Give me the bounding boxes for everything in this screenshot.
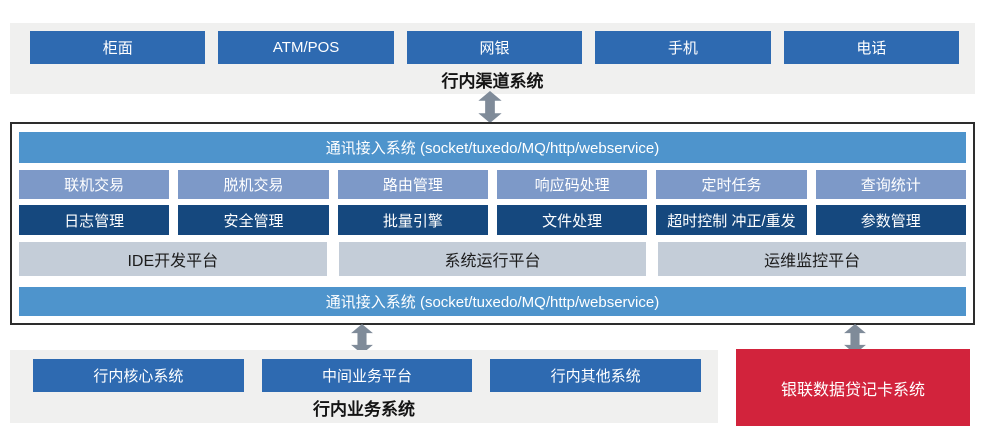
feature-item[interactable]: 查询统计 <box>815 170 966 199</box>
management-item[interactable]: 文件处理 <box>496 205 648 235</box>
feature-item[interactable]: 定时任务 <box>656 170 807 199</box>
management-item[interactable]: 日志管理 <box>19 205 170 235</box>
platform-row: IDE开发平台系统运行平台运维监控平台 <box>19 242 967 276</box>
double-arrow-icon <box>478 91 502 123</box>
double-arrow-icon <box>350 324 374 354</box>
feature-item[interactable]: 响应码处理 <box>496 170 648 199</box>
business-section: 行内核心系统中间业务平台行内其他系统 行内业务系统 <box>10 350 718 423</box>
channel-item[interactable]: ATM/POS <box>218 31 394 64</box>
channel-section: 柜面 ATM/POS 网银手机电话 行内渠道系统 <box>10 23 975 94</box>
channel-section-label: 行内渠道系统 <box>441 72 544 91</box>
comm-access-bar-top: 通讯接入系统 (socket/tuxedo/MQ/http/webservice… <box>19 132 966 163</box>
channel-item[interactable]: 手机 <box>595 31 771 64</box>
feature-item[interactable]: 路由管理 <box>337 170 488 199</box>
management-row: 日志管理安全管理批量引擎文件处理超时控制 冲正/重发参数管理 <box>19 205 966 235</box>
business-item[interactable]: 行内核心系统 <box>33 359 244 392</box>
feature-item[interactable]: 脱机交易 <box>178 170 329 199</box>
comm-access-bar-bottom: 通讯接入系统 (socket/tuxedo/MQ/http/webservice… <box>19 287 966 316</box>
channel-item[interactable]: 柜面 <box>30 31 206 64</box>
management-item[interactable]: 批量引擎 <box>337 205 488 235</box>
business-section-label: 行内业务系统 <box>313 400 415 419</box>
double-arrow-icon <box>843 324 867 354</box>
platform-item[interactable]: 运维监控平台 <box>658 242 967 276</box>
channel-button-row: 柜面 ATM/POS 网银手机电话 <box>30 31 960 64</box>
management-item[interactable]: 安全管理 <box>178 205 329 235</box>
platform-box: 通讯接入系统 (socket/tuxedo/MQ/http/webservice… <box>10 122 975 325</box>
platform-item[interactable]: 系统运行平台 <box>338 242 647 276</box>
business-item[interactable]: 中间业务平台 <box>261 359 473 392</box>
business-item[interactable]: 行内其他系统 <box>490 359 702 392</box>
management-item[interactable]: 超时控制 冲正/重发 <box>656 205 807 235</box>
platform-item[interactable]: IDE开发平台 <box>19 242 327 276</box>
business-button-row: 行内核心系统中间业务平台行内其他系统 <box>33 359 702 392</box>
unionpay-box[interactable]: 银联数据贷记卡系统 <box>736 349 970 426</box>
management-item[interactable]: 参数管理 <box>815 205 966 235</box>
channel-item[interactable]: 网银 <box>406 31 583 64</box>
feature-row: 联机交易脱机交易路由管理响应码处理定时任务查询统计 <box>19 170 966 199</box>
channel-item[interactable]: 电话 <box>783 31 960 64</box>
feature-item[interactable]: 联机交易 <box>19 170 170 199</box>
